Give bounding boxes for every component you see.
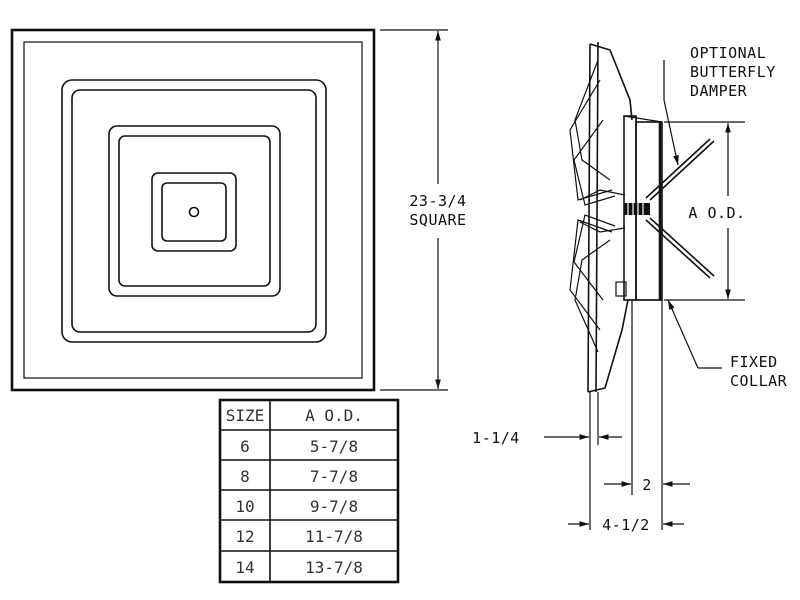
cone-ring-2a [108, 125, 281, 297]
table-header-od: A O.D. [305, 406, 363, 425]
collar-label-line1: FIXED [730, 353, 778, 371]
side-view [569, 41, 715, 393]
table-cell-size: 8 [240, 467, 250, 486]
face-depth-label: 1-1/4 [472, 429, 520, 447]
table-cell-od: 11-7/8 [305, 527, 363, 546]
table-header-size: SIZE [226, 406, 265, 425]
face-edge [587, 43, 591, 393]
table-cell-od: 7-7/8 [310, 467, 358, 486]
cone-ring-3b [161, 182, 227, 242]
inner-frame [23, 41, 363, 379]
outer-frame [10, 28, 376, 392]
overall-depth-label: 4-1/2 [602, 516, 650, 534]
table-cell-od: 9-7/8 [310, 497, 358, 516]
damper-label-line1: OPTIONAL [690, 44, 766, 62]
collar-od-label: A O.D. [688, 204, 745, 222]
cone-ring-1a [61, 79, 327, 343]
damper-callout: OPTIONAL BUTTERFLY DAMPER [663, 44, 776, 166]
table-cell-size: 12 [235, 527, 254, 546]
table-cell-size: 14 [235, 558, 254, 577]
cone-ring-3a [151, 172, 237, 252]
collar-label-line2: COLLAR [730, 372, 788, 390]
damper-label-line3: DAMPER [690, 82, 748, 100]
size-table-border [218, 398, 400, 584]
face-depth-dimension: 1-1/4 [472, 429, 622, 447]
front-dimension: 23-3/4 SQUARE [380, 29, 466, 391]
size-table: SIZE A O.D. 6 5-7/8 8 7-7/8 10 9-7/8 12 … [218, 398, 400, 584]
collar-callout: FIXED COLLAR [667, 299, 788, 390]
center-screw [188, 206, 200, 218]
square-dimension-label: SQUARE [409, 211, 466, 229]
upper-cone-outline [589, 43, 633, 121]
front-view [10, 28, 376, 392]
collar-od-dimension: A O.D. [664, 121, 745, 301]
damper-blade-lower [649, 217, 715, 277]
table-cell-size: 10 [235, 497, 254, 516]
damper-label-line2: BUTTERFLY [690, 63, 776, 81]
overall-depth-dimension: 4-1/2 [568, 516, 684, 534]
cone-ring-2b [118, 135, 271, 287]
lower-cone-outline [587, 299, 629, 393]
table-cell-size: 6 [240, 437, 250, 456]
collar-depth-dimension: 2 [604, 476, 690, 494]
collar-depth-label: 2 [642, 476, 652, 494]
face-edge-inner [595, 41, 599, 393]
damper-spring [624, 203, 650, 215]
damper-blade-upper [649, 140, 715, 201]
square-dimension-value: 23-3/4 [409, 192, 466, 210]
cone-ring-1b [71, 89, 317, 333]
table-cell-od: 5-7/8 [310, 437, 358, 456]
table-cell-od: 13-7/8 [305, 558, 363, 577]
